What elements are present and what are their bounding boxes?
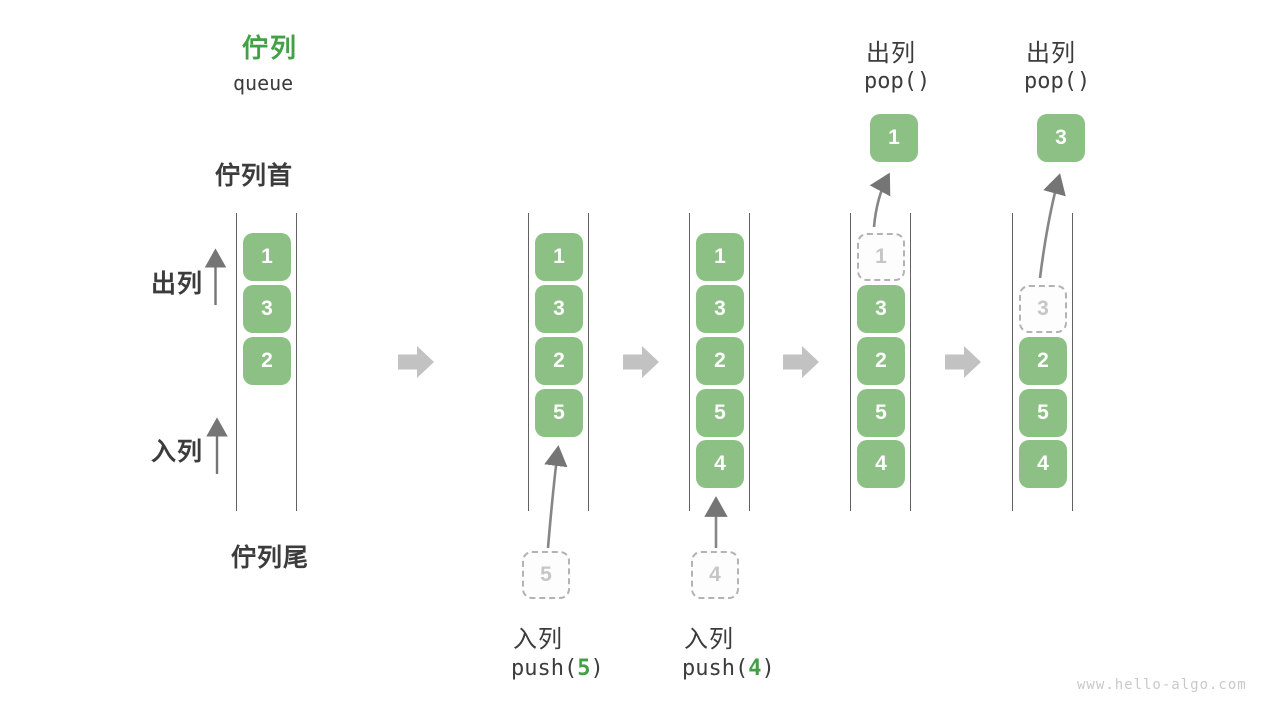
incoming-item-ghost: 4 bbox=[691, 551, 739, 599]
transition-arrow-icon bbox=[623, 346, 659, 378]
queue-item: 4 bbox=[857, 440, 905, 488]
diagram-subtitle: queue bbox=[233, 71, 294, 95]
queue-item: 4 bbox=[1019, 440, 1067, 488]
queue-item: 5 bbox=[535, 389, 583, 437]
queue-item: 3 bbox=[696, 285, 744, 333]
queue-item: 2 bbox=[535, 337, 583, 385]
transition-arrow-icon bbox=[783, 346, 819, 378]
removed-item-ghost: 1 bbox=[857, 233, 905, 281]
queue-item: 5 bbox=[857, 389, 905, 437]
push-call-close: ) bbox=[590, 656, 604, 681]
incoming-item-ghost: 5 bbox=[522, 551, 570, 599]
queue-item: 2 bbox=[857, 337, 905, 385]
push-call-arg: 4 bbox=[748, 656, 762, 681]
queue-rear-label: 佇列尾 bbox=[231, 544, 310, 572]
push-call-open: push( bbox=[511, 656, 578, 681]
queue-container-5 bbox=[1012, 213, 1073, 511]
queue-item: 1 bbox=[696, 233, 744, 281]
queue-item: 5 bbox=[696, 389, 744, 437]
removed-item-ghost: 3 bbox=[1019, 285, 1067, 333]
queue-item: 2 bbox=[243, 337, 291, 385]
push-call-arg: 5 bbox=[577, 656, 591, 681]
queue-item: 3 bbox=[243, 285, 291, 333]
pop-operation-call: pop() bbox=[864, 69, 931, 94]
queue-item: 3 bbox=[857, 285, 905, 333]
popped-item: 1 bbox=[870, 114, 918, 162]
popped-item: 3 bbox=[1037, 114, 1085, 162]
push-operation-call: push(5) bbox=[511, 656, 604, 681]
pop-operation-label: 出列 bbox=[1026, 40, 1076, 67]
queue-item: 2 bbox=[696, 337, 744, 385]
push-call-close: ) bbox=[761, 656, 775, 681]
transition-arrow-icon bbox=[398, 346, 434, 378]
watermark: www.hello-algo.com bbox=[1077, 677, 1247, 693]
queue-container-1 bbox=[236, 213, 297, 511]
push-operation-label: 入列 bbox=[513, 626, 563, 653]
queue-item: 5 bbox=[1019, 389, 1067, 437]
queue-container-2 bbox=[528, 213, 589, 511]
queue-item: 3 bbox=[535, 285, 583, 333]
diagram-title: 佇列 bbox=[242, 33, 299, 63]
queue-front-label: 佇列首 bbox=[215, 162, 294, 190]
queue-container-4 bbox=[850, 213, 911, 511]
queue-container-3 bbox=[689, 213, 750, 511]
queue-item: 1 bbox=[243, 233, 291, 281]
queue-item: 1 bbox=[535, 233, 583, 281]
queue-item: 2 bbox=[1019, 337, 1067, 385]
enqueue-label: 入列 bbox=[151, 438, 204, 466]
push-operation-call: push(4) bbox=[682, 656, 775, 681]
push-operation-label: 入列 bbox=[684, 626, 734, 653]
queue-item: 4 bbox=[696, 440, 744, 488]
pop-operation-call: pop() bbox=[1024, 69, 1091, 94]
pop-operation-label: 出列 bbox=[866, 40, 916, 67]
push-call-open: push( bbox=[682, 656, 749, 681]
transition-arrow-icon bbox=[945, 346, 981, 378]
dequeue-label: 出列 bbox=[151, 270, 204, 298]
